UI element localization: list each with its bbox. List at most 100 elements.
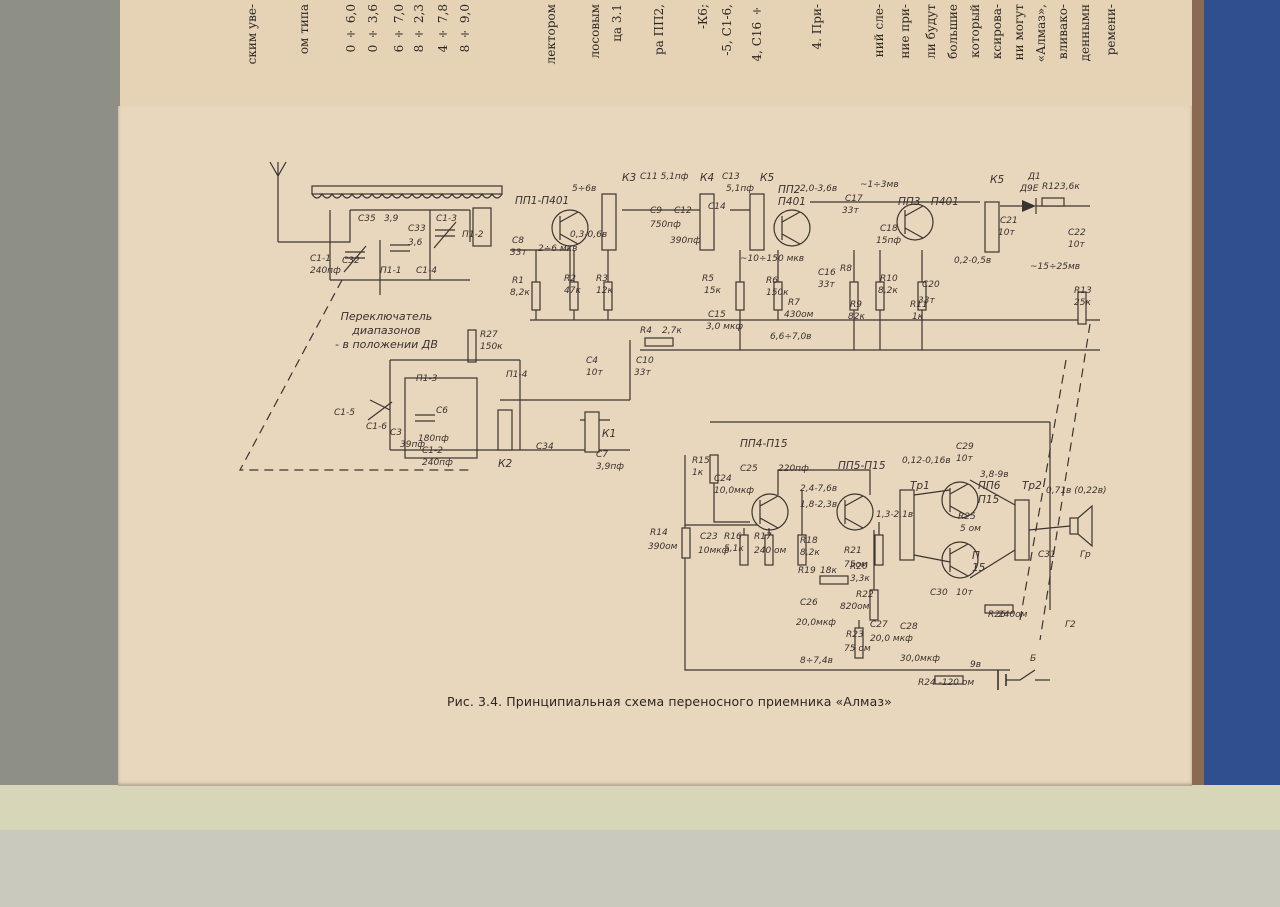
- label-c26v: 20,0мкф: [796, 618, 836, 628]
- label-v-02: 0,2-0,5в: [954, 256, 992, 266]
- label-v-out: 0,71в (0,22в): [1046, 486, 1107, 496]
- page-text-column: лосовым: [588, 4, 602, 59]
- label-c7v: 3,9пф: [596, 462, 624, 472]
- transistor-pp3: [896, 203, 934, 241]
- label-c10: С10: [636, 356, 654, 366]
- label-c35: С35: [358, 214, 376, 224]
- label-g2: Г2: [1065, 620, 1076, 630]
- label-v-66: 6,6÷7,0в: [770, 332, 812, 342]
- label-pp2b: П401: [778, 196, 806, 208]
- label-c21v: 10т: [998, 228, 1015, 238]
- right-background: [1190, 0, 1280, 907]
- book-edge: [1190, 0, 1204, 907]
- label-v-pp6: 0,12-0,16в: [902, 456, 951, 466]
- label-c12bv: 750пф: [650, 220, 681, 230]
- ferrite-antenna: [311, 185, 503, 199]
- label-c1: С1-1: [310, 254, 331, 264]
- label-pp5: ПП5-П15: [838, 460, 886, 472]
- label-c25: С25: [740, 464, 758, 474]
- label-v-pp4: 2,4-7,6в: [800, 484, 838, 494]
- label-v-mv: ~1÷3мв: [860, 180, 899, 190]
- label-c13: С1-3: [436, 214, 457, 224]
- label-c7: С7: [596, 450, 609, 460]
- label-r11v: 1к: [912, 312, 924, 322]
- label-c28: С28: [900, 622, 918, 632]
- transistor-pp2: [773, 209, 811, 247]
- label-r23v: 75 ом: [844, 644, 871, 654]
- label-r22: R22: [856, 590, 874, 600]
- label-c29v: 10т: [956, 454, 973, 464]
- label-c8v: 33т: [510, 248, 527, 258]
- label-r27: R27: [480, 330, 498, 340]
- label-gr: Гр: [1080, 550, 1091, 560]
- label-c8: С8: [512, 236, 525, 246]
- speaker-icon: [1069, 504, 1093, 548]
- label-k2: К2: [498, 458, 513, 470]
- label-r21: R21: [844, 546, 862, 556]
- label-pp6: ПП6: [978, 480, 1001, 492]
- label-r14: R14: [650, 528, 668, 538]
- label-r4: R4: [640, 326, 652, 336]
- label-v-87: 8÷7,4в: [800, 656, 833, 666]
- label-c1v: 240пф: [310, 266, 341, 276]
- label-pp3: ПП3 - П401: [898, 196, 959, 208]
- label-c26: С26: [800, 598, 818, 608]
- label-c18v: 15пф: [876, 236, 902, 246]
- label-c20: С20: [922, 280, 940, 290]
- page-text-column: который: [968, 4, 982, 58]
- label-tr1: Тр1: [910, 480, 930, 492]
- label-pp4: ПП4-П15: [740, 438, 788, 450]
- label-c22v: 10т: [1068, 240, 1085, 250]
- switch-note: Переключатель диапазонов - в положении Д…: [335, 310, 438, 351]
- label-c12: С1-2: [422, 446, 443, 456]
- label-r7v: 430ом: [784, 310, 814, 320]
- label-pp7: П: [972, 550, 980, 562]
- label-r25: R25: [958, 512, 976, 522]
- label-c3v: 39пф: [400, 440, 426, 450]
- label-c9: С9: [650, 206, 663, 216]
- page-text-column: 8 ÷ 9,0: [458, 4, 472, 53]
- label-v-pp2: 2,0-3,6в: [800, 184, 838, 194]
- label-r10v: 8,2к: [878, 286, 898, 296]
- label-c15: С1-5: [334, 408, 355, 418]
- label-pp7b: 15: [972, 562, 986, 574]
- label-c33: С33: [408, 224, 426, 234]
- page-text-column: вливако-: [1056, 4, 1070, 60]
- label-c28v: 30,0мкф: [900, 654, 940, 664]
- label-k1: К1: [602, 428, 617, 440]
- page-text-column: большие: [946, 4, 960, 59]
- label-c16bv: 33т: [818, 280, 835, 290]
- page-text-column: ремени-: [1104, 4, 1118, 56]
- label-r16: R16: [724, 532, 742, 542]
- label-r6: R6: [766, 276, 778, 286]
- label-r4v: 2,7к: [662, 326, 682, 336]
- label-c6: С6: [436, 406, 449, 416]
- label-pp1: ПП1-П401: [515, 195, 570, 207]
- label-r8: R8: [840, 264, 852, 274]
- receiver-schematic: [238, 161, 1100, 690]
- label-c18: С18: [880, 224, 898, 234]
- label-r22v: 820ом: [840, 602, 870, 612]
- label-c4: С4: [586, 356, 599, 366]
- transistor-pp4: [751, 493, 789, 531]
- page-text-column: 4. При-: [810, 4, 824, 50]
- label-d1: Д1: [1028, 172, 1041, 182]
- label-v-pp5: 1,3-2,1в: [876, 510, 914, 520]
- label-c15b: С15: [708, 310, 726, 320]
- label-r2: R2: [564, 274, 576, 284]
- label-c4v: 10т: [586, 368, 603, 378]
- label-r20: R20: [850, 562, 868, 572]
- label-c30: С30: [930, 588, 948, 598]
- label-c10v: 33т: [634, 368, 651, 378]
- label-r3: R3: [596, 274, 608, 284]
- label-c34: С34: [536, 442, 554, 452]
- label-pp6b: П15: [978, 494, 1000, 506]
- label-r23: R23: [846, 630, 864, 640]
- page-text-column: -К6;: [696, 4, 710, 30]
- label-r20v: 3,3к: [850, 574, 870, 584]
- label-r9v: 82к: [848, 312, 865, 322]
- label-c16b: С16: [818, 268, 836, 278]
- page-text-column: 4, С16 ÷: [750, 4, 764, 62]
- page-text-column: ра ПП2,: [652, 4, 666, 56]
- transistor-pp6: [941, 481, 979, 519]
